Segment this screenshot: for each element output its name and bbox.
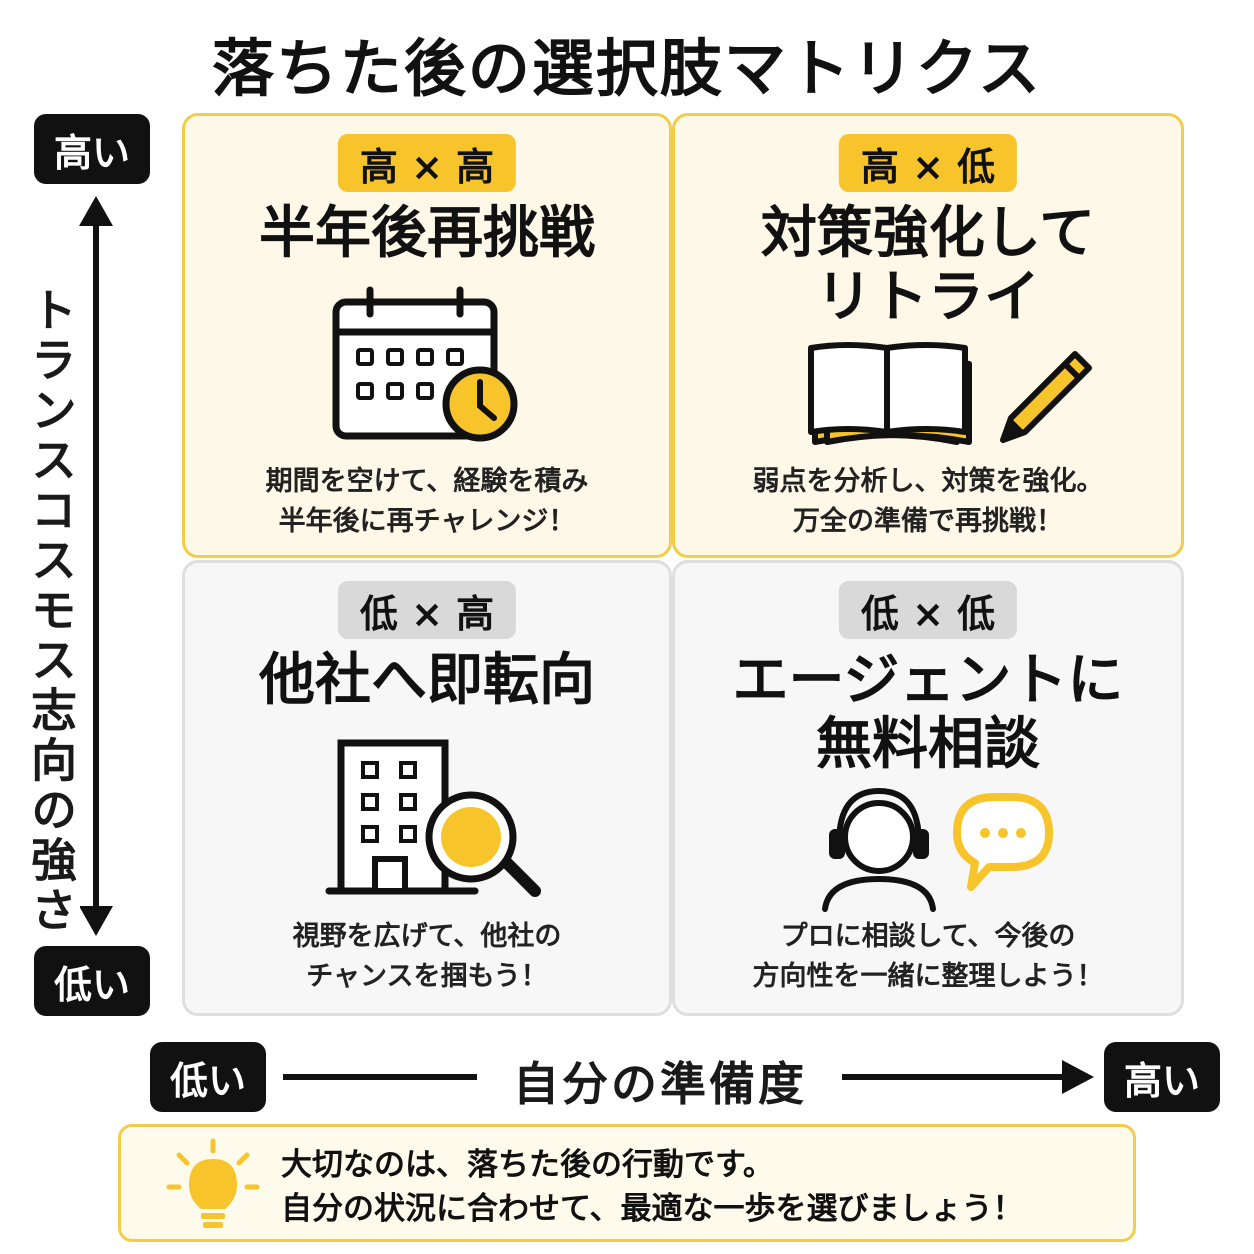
quadrant-title-line: 半年後再挑戦 (259, 201, 595, 266)
quadrant-title-line: リトライ (816, 265, 1040, 330)
quadrant-low-high: 低 × 高 他社へ即転向 視野を広げて、他社の チャンスを掴もう！ (182, 560, 672, 1016)
quadrant-low-low: 低 × 低 エージェントに 無料相談 プロに相談して、今後の 方向性を一緒に整理… (672, 560, 1184, 1016)
quadrant-title-line: 対策強化して (760, 201, 1096, 266)
footer-note: 大切なのは、落ちた後の行動です。 自分の状況に合わせて、最適な一歩を選びましょう… (118, 1124, 1136, 1242)
y-axis-label: トランスコスモス志向の強さ (22, 280, 80, 942)
quadrant-high-high: 高 × 高 半年後再挑戦 期間を空けて、経験を積み 半年後に再チャレンジ！ (182, 113, 672, 558)
quadrant-high-low: 高 × 低 対策強化して リトライ 弱点を分析し、対策を強化。 万全の準備で再挑… (672, 113, 1184, 558)
quadrant-description-line: プロに相談して、今後の (780, 921, 1076, 952)
quadrant-tag: 低 × 高 (337, 581, 517, 639)
quadrant-description-line: 方向性を一緒に整理しよう！ (752, 961, 1104, 992)
quadrant-title: エージェントに 無料相談 (675, 649, 1181, 777)
quadrant-description: 期間を空けて、経験を積み 半年後に再チャレンジ！ (185, 462, 669, 542)
quadrant-title: 半年後再挑戦 (185, 202, 669, 266)
quadrant-description-line: 期間を空けて、経験を積み (265, 466, 589, 497)
quadrant-tag: 低 × 低 (838, 581, 1018, 639)
lightbulb-icon (166, 1138, 260, 1228)
quadrant-title: 対策強化して リトライ (675, 202, 1181, 330)
quadrant-tag: 高 × 低 (838, 134, 1018, 192)
quadrant-tag: 高 × 高 (337, 134, 517, 192)
quadrant-title-line: 他社へ即転向 (259, 648, 595, 713)
y-axis-arrow-up (79, 196, 113, 226)
quadrant-description-line: チャンスを掴もう！ (306, 961, 548, 992)
quadrant-title-line: 無料相談 (816, 712, 1040, 777)
y-axis-arrow-down (79, 906, 113, 936)
quadrant-description-line: 視野を広げて、他社の (292, 921, 562, 952)
quadrant-description: 弱点を分析し、対策を強化。 万全の準備で再挑戦！ (675, 462, 1181, 542)
x-axis-line-right (842, 1074, 1066, 1080)
quadrant-description-line: 弱点を分析し、対策を強化。 (752, 466, 1104, 497)
book-pencil-icon (808, 342, 1092, 445)
x-axis-line-left (283, 1074, 477, 1080)
footer-line: 大切なのは、落ちた後の行動です。 (281, 1147, 774, 1183)
y-axis-line (93, 210, 99, 920)
building-magnifier-icon (325, 739, 541, 897)
x-axis-high-label: 高い (1104, 1042, 1220, 1112)
footer-line: 自分の状況に合わせて、最適な一歩を選びましょう！ (281, 1191, 1024, 1227)
quadrant-description-line: 万全の準備で再挑戦！ (793, 506, 1063, 537)
quadrant-description-line: 半年後に再チャレンジ！ (278, 506, 576, 537)
y-axis-low-label: 低い (34, 946, 150, 1016)
quadrant-description: 視野を広げて、他社の チャンスを掴もう！ (185, 917, 669, 997)
quadrant-description: プロに相談して、今後の 方向性を一緒に整理しよう！ (675, 917, 1181, 997)
quadrant-title-line: エージェントに (732, 648, 1124, 713)
x-axis-arrow-right (1062, 1060, 1094, 1094)
y-axis-high-label: 高い (34, 114, 150, 184)
page-title: 落ちた後の選択肢マトリクス (211, 32, 1043, 105)
quadrant-title: 他社へ即転向 (185, 649, 669, 713)
footer-text: 大切なのは、落ちた後の行動です。 自分の状況に合わせて、最適な一歩を選びましょう… (281, 1143, 1121, 1231)
headset-chat-icon (822, 787, 1053, 912)
x-axis-low-label: 低い (150, 1042, 266, 1112)
x-axis-label: 自分の準備度 (513, 1057, 807, 1111)
calendar-clock-icon (332, 286, 518, 442)
